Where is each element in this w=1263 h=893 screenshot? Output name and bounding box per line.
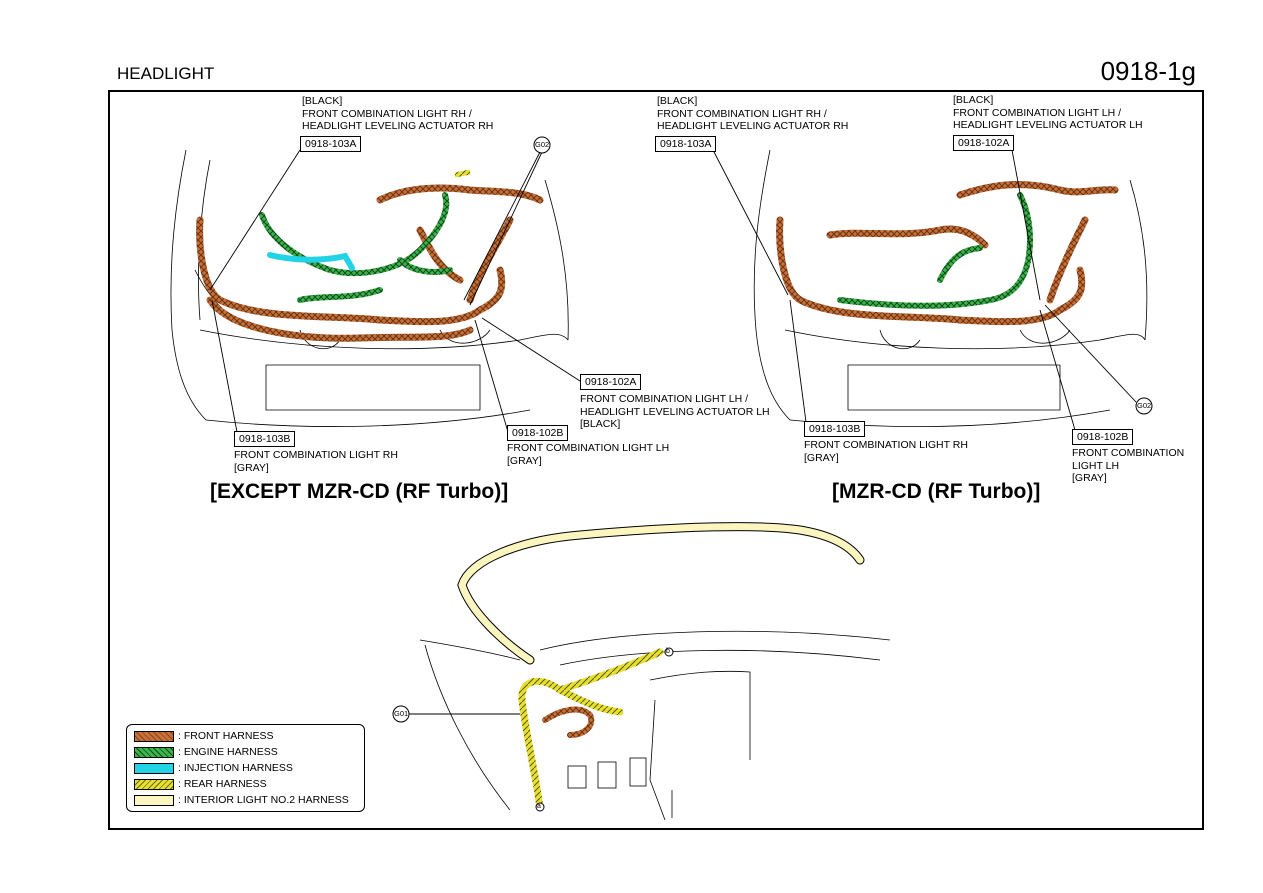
right-102a-line1: FRONT COMBINATION LIGHT LH /	[953, 106, 1122, 119]
right-engine-bay	[753, 149, 1148, 427]
right-103b-color: [GRAY]	[804, 451, 839, 464]
left-rear-harness-stub	[454, 169, 471, 178]
right-102b-code[interactable]: 0918-102B	[1072, 429, 1134, 445]
left-102b-line1: FRONT COMBINATION LIGHT LH	[507, 442, 670, 454]
right-102a-code[interactable]: 0918-102A	[953, 135, 1015, 151]
right-102b-text: FRONT COMBINATION LIGHT LH [GRAY]	[1072, 447, 1184, 485]
right-102a-line2: HEADLIGHT LEVELING ACTUATOR LH	[953, 119, 1143, 131]
left-102b-code[interactable]: 0918-102B	[507, 425, 569, 441]
legend-item: : REAR HARNESS	[134, 778, 267, 791]
right-ground-label: G02	[1137, 401, 1152, 410]
diagram-frame	[108, 90, 1204, 830]
connector-a-label: a	[537, 803, 541, 810]
left-front-harness	[196, 184, 544, 342]
left-103a-line1: FRONT COMBINATION LIGHT RH /	[302, 107, 472, 120]
right-103b-line1: FRONT COMBINATION LIGHT RH	[804, 439, 968, 451]
left-engine-bay	[170, 149, 569, 427]
legend-swatch-rear	[134, 778, 174, 790]
right-103a-line1: FRONT COMBINATION LIGHT RH /	[657, 107, 827, 120]
harness-legend: : FRONT HARNESS : ENGINE HARNESS : INJEC…	[126, 724, 365, 812]
interior-outline	[419, 630, 891, 821]
right-front-harness	[776, 181, 1119, 326]
left-103a-line2: HEADLIGHT LEVELING ACTUATOR RH	[302, 120, 494, 132]
legend-swatch-engine	[134, 746, 174, 758]
left-103a-code[interactable]: 0918-103A	[300, 136, 362, 152]
left-103a-color: [BLACK]	[302, 95, 343, 107]
right-102b-line1: FRONT COMBINATION	[1072, 447, 1185, 459]
right-variant-title: [MZR-CD (RF Turbo)]	[832, 480, 1041, 503]
left-102a-text: FRONT COMBINATION LIGHT LH / HEADLIGHT L…	[580, 393, 770, 431]
legend-label: : FRONT HARNESS	[178, 730, 274, 742]
ground-markers	[392, 136, 1153, 812]
legend-swatch-front	[134, 730, 174, 742]
left-engine-harness	[259, 192, 453, 303]
left-102b-text: FRONT COMBINATION LIGHT LH [GRAY]	[507, 442, 669, 467]
interior-ground-label: G01	[394, 709, 409, 718]
legend-label: : INTERIOR LIGHT NO.2 HARNESS	[178, 794, 349, 806]
page-title: HEADLIGHT	[117, 64, 215, 83]
right-103b-text: FRONT COMBINATION LIGHT RH [GRAY]	[804, 439, 968, 464]
leader-lines	[209, 149, 1137, 715]
legend-item: : FRONT HARNESS	[134, 730, 273, 743]
legend-swatch-interior-light	[134, 794, 174, 806]
legend-label: : ENGINE HARNESS	[178, 746, 278, 758]
left-injection-harness	[267, 252, 355, 271]
legend-label: : INJECTION HARNESS	[178, 762, 293, 774]
right-103a-code[interactable]: 0918-103A	[655, 136, 717, 152]
right-103a-line2: HEADLIGHT LEVELING ACTUATOR RH	[657, 120, 849, 132]
right-engine-harness	[837, 192, 1034, 309]
left-103a-text: [BLACK] FRONT COMBINATION LIGHT RH / HEA…	[302, 95, 493, 133]
left-102b-color: [GRAY]	[507, 454, 542, 467]
left-102a-color: [BLACK]	[580, 418, 621, 430]
left-ground-label: G02	[535, 140, 550, 149]
connector-b-label: b	[666, 648, 670, 655]
left-103b-line1: FRONT COMBINATION LIGHT RH	[234, 449, 398, 461]
left-103b-color: [GRAY]	[234, 461, 269, 474]
page-code: 0918-1g	[1100, 56, 1196, 86]
right-103a-color: [BLACK]	[657, 95, 698, 107]
right-103b-code[interactable]: 0918-103B	[804, 421, 866, 437]
left-103b-code[interactable]: 0918-103B	[234, 431, 296, 447]
right-103a-text: [BLACK] FRONT COMBINATION LIGHT RH / HEA…	[657, 95, 848, 133]
right-102b-color: [GRAY]	[1072, 472, 1107, 484]
legend-item: : ENGINE HARNESS	[134, 746, 278, 759]
left-102a-code[interactable]: 0918-102A	[580, 374, 642, 390]
legend-swatch-injection	[134, 762, 174, 774]
right-102a-text: [BLACK] FRONT COMBINATION LIGHT LH / HEA…	[953, 94, 1143, 132]
left-102a-line2: HEADLIGHT LEVELING ACTUATOR LH	[580, 405, 770, 418]
left-variant-title: [EXCEPT MZR-CD (RF Turbo)]	[210, 480, 509, 503]
legend-item: : INJECTION HARNESS	[134, 762, 293, 775]
interior-front-harness	[542, 706, 595, 738]
left-102a-line1: FRONT COMBINATION LIGHT LH /	[580, 393, 749, 405]
right-102a-color: [BLACK]	[953, 94, 994, 106]
interior-rear-harness	[518, 648, 664, 812]
legend-item: : INTERIOR LIGHT NO.2 HARNESS	[134, 794, 349, 807]
left-103b-text: FRONT COMBINATION LIGHT RH [GRAY]	[234, 449, 398, 474]
legend-label: : REAR HARNESS	[178, 778, 267, 790]
right-102b-line2: LIGHT LH	[1072, 459, 1120, 472]
